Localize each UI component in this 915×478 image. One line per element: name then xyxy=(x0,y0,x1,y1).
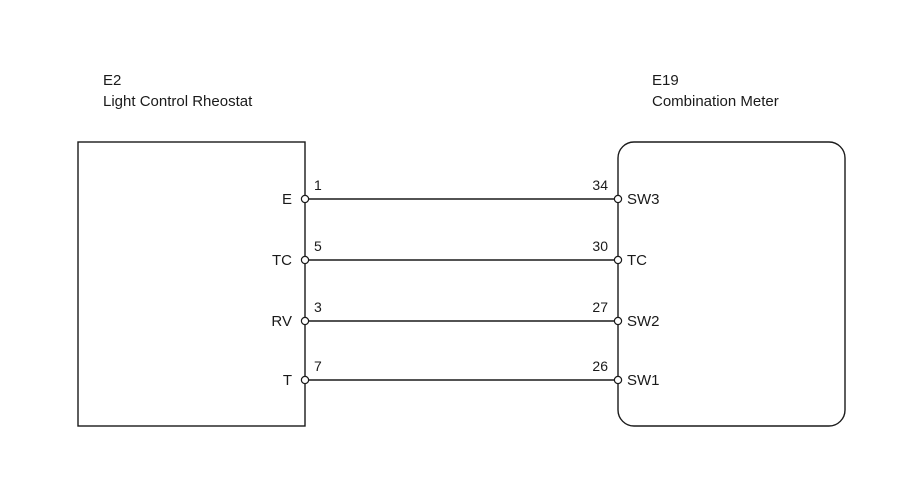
right-terminal-label: SW2 xyxy=(627,313,660,330)
wire-circuit-4: T 7 26 SW1 xyxy=(283,358,660,389)
left-pin-number: 5 xyxy=(314,238,322,254)
right-pin-number: 34 xyxy=(592,177,608,193)
right-terminal-label: TC xyxy=(627,252,647,269)
left-pin-number: 7 xyxy=(314,358,322,374)
right-connector-name: Combination Meter xyxy=(652,93,779,110)
left-component-box xyxy=(77,141,306,427)
left-terminal-label: E xyxy=(282,191,292,208)
right-component: E19 Combination Meter xyxy=(617,72,846,427)
left-terminal-label: TC xyxy=(272,252,292,269)
left-terminal-dot xyxy=(300,194,310,204)
left-terminal-label: T xyxy=(283,372,292,389)
right-pin-number: 26 xyxy=(592,358,608,374)
right-terminal-dot xyxy=(613,375,623,385)
wire-circuit-1: E 1 34 SW3 xyxy=(282,177,660,208)
right-terminal-dot xyxy=(613,316,623,326)
right-terminal-dot xyxy=(613,194,623,204)
left-terminal-dot xyxy=(300,255,310,265)
left-terminal-dot xyxy=(300,375,310,385)
left-component: E2 Light Control Rheostat xyxy=(77,72,306,427)
right-component-box xyxy=(617,141,846,427)
left-pin-number: 3 xyxy=(314,299,322,315)
left-terminal-label: RV xyxy=(271,313,292,330)
wire-circuit-3: RV 3 27 SW2 xyxy=(271,299,659,330)
left-connector-name: Light Control Rheostat xyxy=(103,93,253,110)
right-terminal-dot xyxy=(613,255,623,265)
right-pin-number: 30 xyxy=(592,238,608,254)
right-connector-code: E19 xyxy=(652,72,679,89)
right-terminal-label: SW3 xyxy=(627,191,660,208)
right-terminal-label: SW1 xyxy=(627,372,660,389)
right-pin-number: 27 xyxy=(592,299,608,315)
left-terminal-dot xyxy=(300,316,310,326)
wire-circuit-2: TC 5 30 TC xyxy=(272,238,647,269)
left-connector-code: E2 xyxy=(103,72,121,89)
left-pin-number: 1 xyxy=(314,177,322,193)
